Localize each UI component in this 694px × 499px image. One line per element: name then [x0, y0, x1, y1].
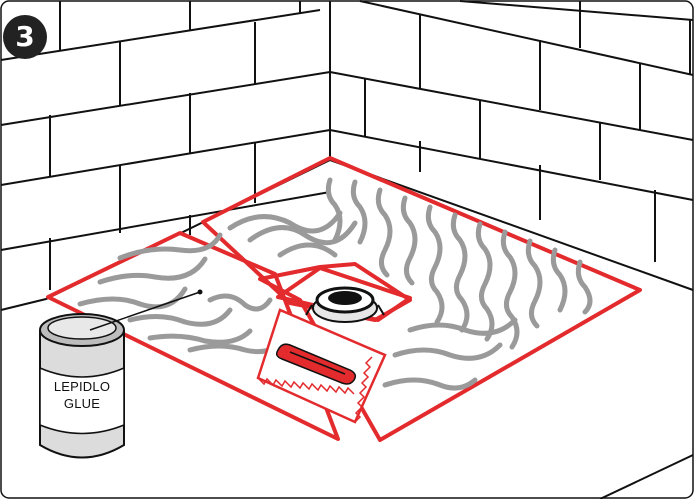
floor-edges [0, 158, 694, 499]
glue-pointer-line [89, 291, 201, 331]
step-number-badge: 3 [3, 15, 47, 59]
glue-label-line2: GLUE [63, 396, 101, 411]
floor-drain-icon [305, 286, 385, 323]
notched-trowel-icon [256, 308, 387, 424]
glue-can-icon [39, 313, 125, 459]
right-wall [329, 0, 694, 262]
glue-pointer-dot [197, 289, 203, 295]
left-wall [0, 1, 331, 290]
glue-label-line1: LEPIDLO [53, 379, 111, 394]
glue-can-label: LEPIDLO GLUE [40, 378, 124, 412]
